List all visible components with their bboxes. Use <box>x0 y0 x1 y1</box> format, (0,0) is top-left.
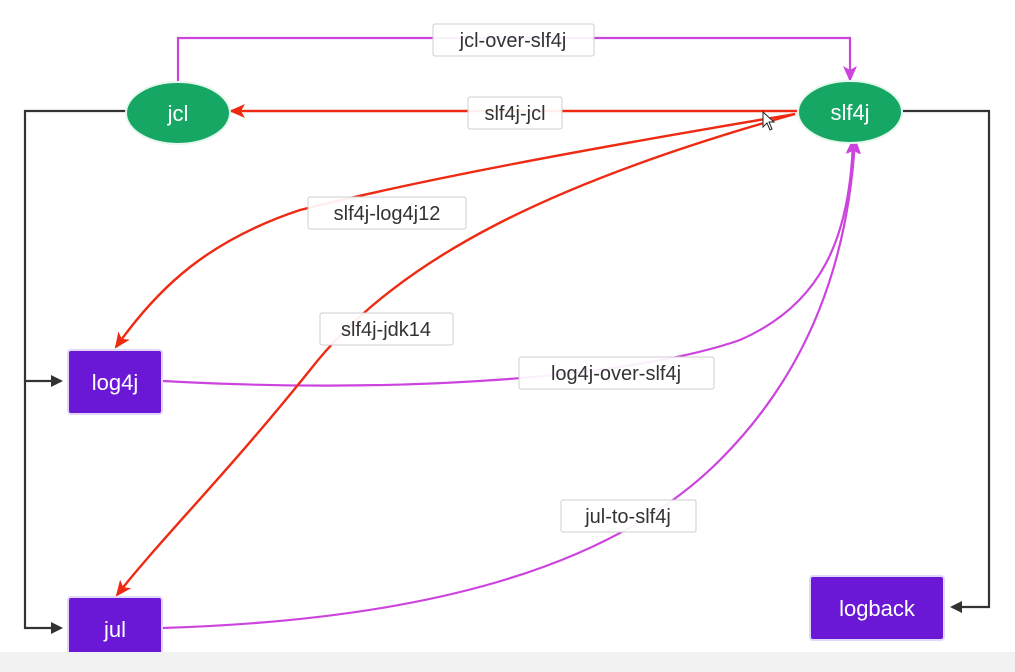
label-jcl-over-slf4j-text: jcl-over-slf4j <box>459 30 567 52</box>
label-log4j-over-slf4j-text: log4j-over-slf4j <box>551 363 681 385</box>
node-slf4j[interactable]: slf4j <box>797 80 903 144</box>
edge-jul-to-slf4j <box>162 138 862 630</box>
node-logback[interactable]: logback <box>809 575 945 641</box>
label-slf4j-jdk14-text: slf4j-jdk14 <box>341 319 431 341</box>
edge-slf4j-log4j12 <box>114 112 796 349</box>
node-jul[interactable]: jul <box>67 596 163 662</box>
edge-jcl-to-jul <box>23 381 63 634</box>
pointer-icon <box>762 110 776 131</box>
node-jul-label: jul <box>103 617 126 642</box>
label-jul-to-slf4j: jul-to-slf4j <box>560 499 697 533</box>
node-logback-label: logback <box>839 596 916 621</box>
edge-jcl-to-log4j <box>23 109 127 387</box>
edge-slf4j-to-logback <box>903 109 991 613</box>
label-jul-to-slf4j-text: jul-to-slf4j <box>584 506 671 528</box>
label-slf4j-jcl: slf4j-jcl <box>467 96 563 130</box>
bottom-strip <box>0 652 1015 672</box>
label-slf4j-jdk14: slf4j-jdk14 <box>319 312 454 346</box>
label-slf4j-log4j12: slf4j-log4j12 <box>307 196 467 230</box>
label-jcl-over-slf4j: jcl-over-slf4j <box>432 23 595 57</box>
node-slf4j-label: slf4j <box>830 100 869 125</box>
label-slf4j-jcl-text: slf4j-jcl <box>484 103 545 125</box>
label-log4j-over-slf4j: log4j-over-slf4j <box>518 356 715 390</box>
node-log4j-label: log4j <box>92 370 138 395</box>
node-log4j[interactable]: log4j <box>67 349 163 415</box>
node-jcl[interactable]: jcl <box>125 81 231 145</box>
label-slf4j-log4j12-text: slf4j-log4j12 <box>334 203 441 225</box>
edge-log4j-over-slf4j <box>162 138 860 387</box>
node-jcl-label: jcl <box>167 101 189 126</box>
